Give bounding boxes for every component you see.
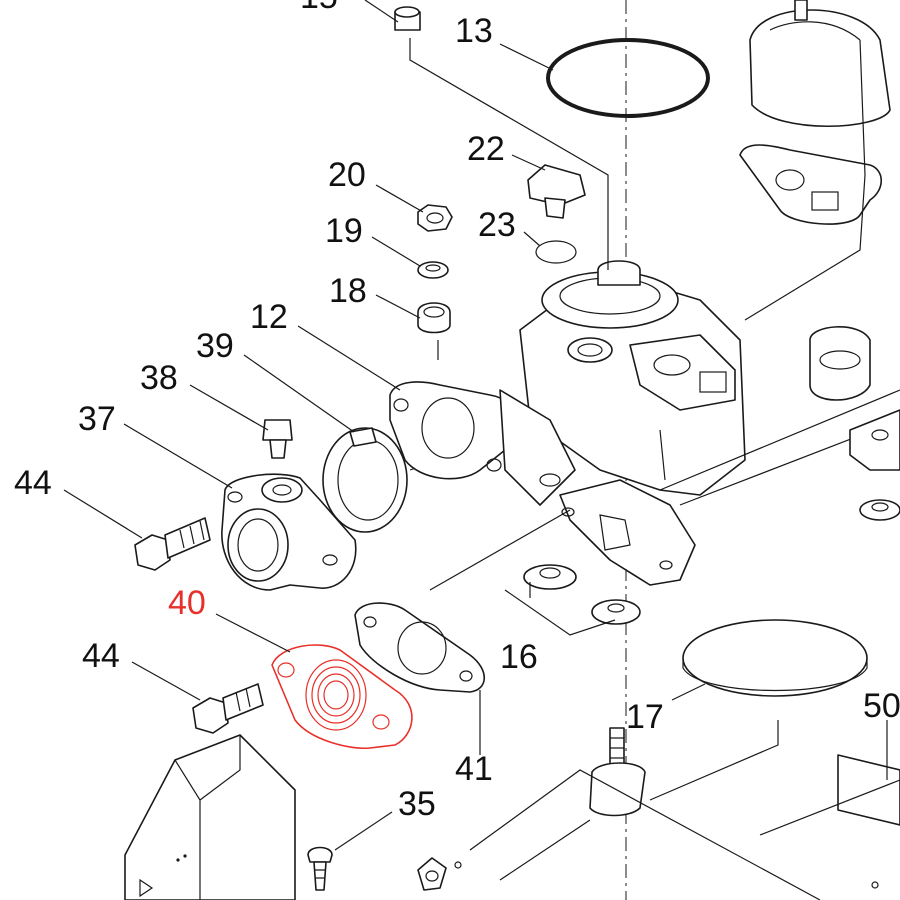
leader-top-bolt-guide bbox=[409, 38, 609, 270]
part-bolt-44-lower[interactable] bbox=[192, 683, 264, 734]
leader-37 bbox=[123, 423, 233, 489]
part-elbow-37[interactable] bbox=[221, 473, 357, 591]
leader-38 bbox=[189, 384, 269, 431]
part-bolt-44-upper[interactable] bbox=[134, 517, 211, 571]
callout-40: 40 bbox=[168, 584, 206, 622]
part-nut-20[interactable] bbox=[417, 204, 453, 232]
callout-23: 23 bbox=[478, 206, 516, 244]
part-cover-gasket[interactable] bbox=[739, 144, 883, 225]
callout-17: 17 bbox=[626, 698, 664, 736]
leader-44a bbox=[63, 489, 143, 539]
leader-lines bbox=[63, 0, 888, 851]
part-flange-40-highlighted[interactable] bbox=[271, 644, 413, 750]
callout-35: 35 bbox=[398, 785, 436, 823]
callout-16: 16 bbox=[500, 638, 538, 676]
callout-44-upper: 44 bbox=[14, 464, 52, 502]
part-main-housing[interactable] bbox=[519, 260, 746, 496]
callout-22: 22 bbox=[467, 130, 505, 168]
leader-22 bbox=[511, 154, 546, 171]
callout-38: 38 bbox=[140, 359, 178, 397]
part-top-cover[interactable] bbox=[749, 0, 891, 127]
leader-13 bbox=[499, 43, 554, 71]
callout-top-cropped: 15 bbox=[300, 0, 338, 16]
part-flange-12[interactable] bbox=[389, 381, 576, 506]
part-gasket-41[interactable] bbox=[354, 602, 486, 693]
part-right-rail[interactable] bbox=[809, 326, 900, 521]
part-stud-foot[interactable] bbox=[589, 727, 646, 817]
part-bottom-tray[interactable] bbox=[454, 769, 900, 900]
leader-20 bbox=[375, 184, 424, 213]
leader-16 bbox=[504, 589, 616, 636]
leader-18 bbox=[375, 294, 421, 319]
callout-50: 50 bbox=[863, 687, 900, 725]
leader-cover-guide bbox=[744, 39, 866, 321]
callout-20: 20 bbox=[328, 156, 366, 194]
leader-40 bbox=[215, 613, 291, 653]
callout-13: 13 bbox=[455, 12, 493, 50]
part-o-ring-13[interactable] bbox=[546, 38, 710, 118]
leader-35 bbox=[334, 811, 393, 851]
callout-19: 19 bbox=[325, 212, 363, 250]
callout-labels: 15 13 22 20 23 19 18 12 39 38 37 44 40 4… bbox=[14, 0, 900, 823]
part-clip[interactable] bbox=[417, 857, 447, 891]
part-washer-16b[interactable] bbox=[591, 599, 641, 625]
callout-12: 12 bbox=[250, 298, 288, 336]
part-collar-18[interactable] bbox=[417, 302, 451, 334]
part-plug-38[interactable] bbox=[262, 419, 293, 459]
part-small-o-ring-23[interactable] bbox=[535, 240, 577, 264]
callout-37: 37 bbox=[78, 400, 116, 438]
leader-19 bbox=[371, 236, 421, 267]
leader-44b bbox=[131, 661, 201, 701]
part-top-bolt[interactable] bbox=[394, 6, 421, 31]
callout-18: 18 bbox=[329, 272, 367, 310]
leader-tray-guide bbox=[649, 720, 779, 801]
part-disc-17[interactable] bbox=[682, 619, 868, 697]
callout-39: 39 bbox=[196, 327, 234, 365]
leader-12 bbox=[297, 325, 401, 391]
leader-17 bbox=[671, 683, 706, 701]
leader-gasket-guide bbox=[429, 509, 571, 591]
part-label-50[interactable] bbox=[837, 754, 900, 826]
part-clamp-ring-39[interactable] bbox=[322, 427, 408, 533]
part-fitting-22[interactable] bbox=[527, 164, 586, 219]
callout-41: 41 bbox=[455, 750, 493, 788]
leader-23 bbox=[523, 231, 541, 247]
part-washer-19[interactable] bbox=[417, 261, 449, 279]
leader-39 bbox=[243, 354, 355, 433]
callout-44-lower: 44 bbox=[82, 637, 120, 675]
part-bottom-left-block[interactable] bbox=[124, 734, 296, 900]
part-screw-35[interactable] bbox=[307, 846, 333, 891]
part-washer-16a[interactable] bbox=[523, 564, 577, 590]
